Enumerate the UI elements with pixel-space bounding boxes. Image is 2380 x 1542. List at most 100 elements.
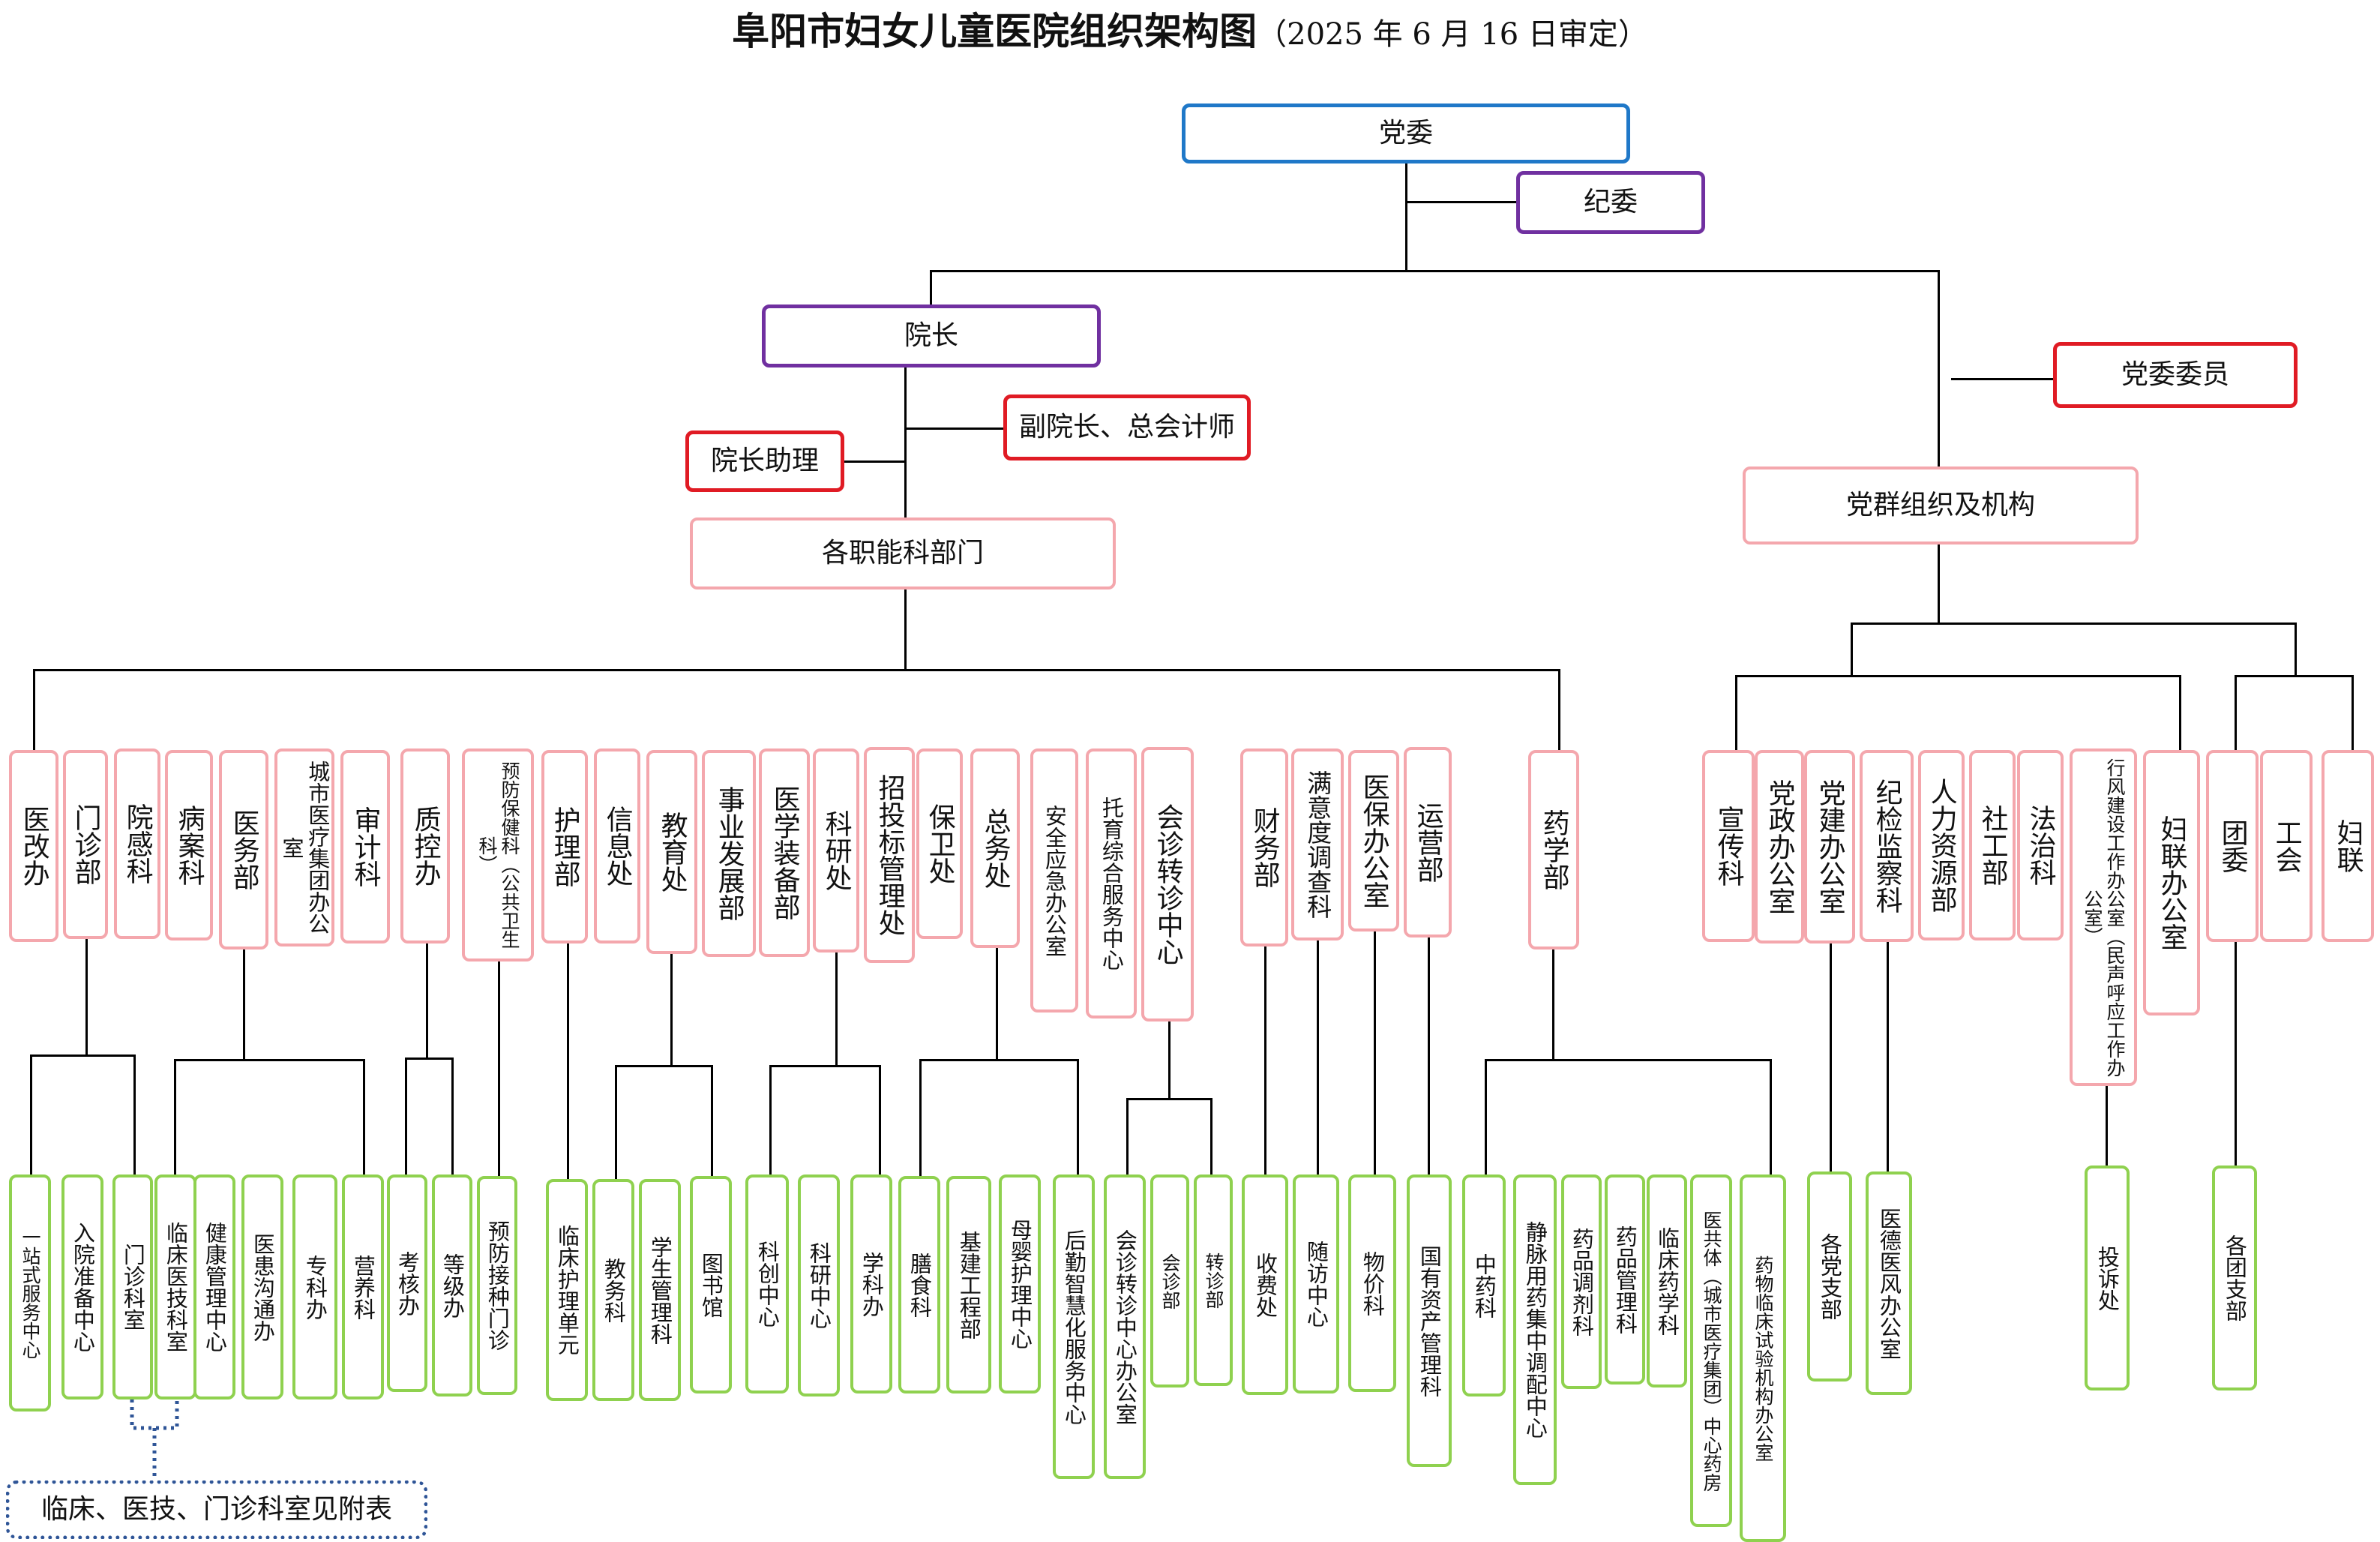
party-dept-label: 社工部 bbox=[1977, 805, 2008, 886]
dept-label: 城市医疗集团办公室 bbox=[279, 760, 331, 934]
dept-outpatient: 门诊部 bbox=[63, 750, 108, 939]
unit-label: 投诉处 bbox=[2094, 1245, 2121, 1311]
dept-label: 会诊转诊中心 bbox=[1152, 803, 1183, 965]
unit-smart-logistics: 后勤智慧化服务中心 bbox=[1053, 1174, 1095, 1479]
unit-label: 膳食科 bbox=[907, 1252, 933, 1318]
dept-label: 审计科 bbox=[349, 806, 381, 887]
unit-complaints: 投诉处 bbox=[2085, 1166, 2130, 1390]
unit-label: 科研中心 bbox=[806, 1242, 832, 1329]
party-dept-label: 团委 bbox=[2217, 819, 2248, 873]
dept-research: 科研处 bbox=[813, 748, 859, 952]
party-dept-label: 党政办公室 bbox=[1764, 779, 1795, 914]
party-dept-label: 妇联办公室 bbox=[2156, 815, 2187, 950]
dept-label: 安全应急办公室 bbox=[1042, 804, 1068, 957]
unit-catering: 膳食科 bbox=[898, 1176, 940, 1394]
dept-label: 科研处 bbox=[820, 810, 852, 891]
unit-outpatient-depts: 门诊科室 bbox=[112, 1174, 153, 1400]
dept-satisfaction-survey: 满意度调查科 bbox=[1291, 748, 1344, 940]
party-committee-box: 党委 bbox=[1182, 104, 1630, 164]
unit-label: 各团支部 bbox=[2222, 1234, 2248, 1322]
unit-label: 会诊部 bbox=[1159, 1252, 1181, 1310]
dept-label: 护理部 bbox=[549, 806, 580, 887]
unit-label: 医患沟通办 bbox=[250, 1232, 276, 1342]
unit-label: 转诊部 bbox=[1203, 1252, 1224, 1309]
unit-label: 收费处 bbox=[1252, 1252, 1278, 1318]
dept-pharmacy: 药学部 bbox=[1528, 750, 1579, 950]
dept-label: 招投标管理处 bbox=[874, 774, 905, 936]
unit-state-assets: 国有资产管理科 bbox=[1407, 1174, 1452, 1467]
chart-title-date: （2025 年 6 月 16 日审定） bbox=[1257, 17, 1648, 52]
party-dept-youth-league: 团委 bbox=[2206, 750, 2259, 942]
dept-education: 教育处 bbox=[646, 750, 697, 954]
unit-label: 门诊科室 bbox=[120, 1244, 146, 1330]
unit-label: 营养科 bbox=[350, 1254, 376, 1320]
party-dept-label: 工会 bbox=[2271, 819, 2302, 873]
unit-nutrition: 营养科 bbox=[342, 1174, 384, 1400]
party-dept-womens-federation: 妇联 bbox=[2322, 750, 2374, 942]
party-dept-social-work: 社工部 bbox=[1969, 750, 2016, 940]
unit-consultation: 会诊部 bbox=[1150, 1174, 1189, 1388]
dept-preventive-care: 预防保健科（公共卫生科） bbox=[462, 748, 534, 962]
party-dept-label: 法治科 bbox=[2025, 805, 2056, 886]
functional-departments-box: 各职能科部门 bbox=[690, 518, 1116, 590]
president-assistant-label: 院长助理 bbox=[710, 446, 819, 477]
unit-academic-affairs: 教务科 bbox=[592, 1179, 634, 1401]
unit-label: 教务科 bbox=[601, 1257, 627, 1323]
dept-medical-insurance-office: 医保办公室 bbox=[1348, 750, 1399, 932]
dept-childcare-service-center: 托育综合服务中心 bbox=[1086, 748, 1137, 1018]
dept-label: 院感科 bbox=[121, 803, 153, 884]
dept-label: 信息处 bbox=[601, 806, 633, 886]
dept-security: 保卫处 bbox=[916, 748, 963, 939]
unit-label: 各党支部 bbox=[1817, 1233, 1843, 1320]
dept-label: 质控办 bbox=[409, 806, 441, 886]
dept-business-development: 事业发展部 bbox=[702, 750, 756, 957]
unit-iv-admixture: 静脉用药集中调配中心 bbox=[1513, 1174, 1557, 1485]
party-mass-orgs-label: 党群组织及机构 bbox=[1845, 490, 2035, 521]
unit-label: 一站式服务中心 bbox=[19, 1227, 41, 1359]
dept-label: 事业发展部 bbox=[713, 786, 745, 921]
unit-label: 药物临床试验机构办公室 bbox=[1752, 1255, 1774, 1462]
unit-label: 静脉用药集中调配中心 bbox=[1522, 1221, 1548, 1438]
dept-label: 药学部 bbox=[1538, 809, 1569, 890]
unit-medical-ethics-office: 医德医风办公室 bbox=[1866, 1172, 1912, 1395]
dept-label: 运营部 bbox=[1412, 802, 1443, 883]
party-dept-label: 行风建设工作办公室（民声呼应工作办公室） bbox=[2082, 758, 2126, 1077]
unit-grading-office: 等级办 bbox=[432, 1174, 472, 1396]
unit-label: 临床医技科室 bbox=[163, 1222, 189, 1352]
dept-label: 托育综合服务中心 bbox=[1099, 796, 1125, 970]
dept-label: 保卫处 bbox=[924, 803, 955, 884]
unit-label: 学科办 bbox=[859, 1251, 885, 1317]
unit-label: 中药科 bbox=[1471, 1252, 1497, 1318]
dept-label: 病案科 bbox=[173, 805, 205, 886]
unit-label: 图书馆 bbox=[698, 1252, 724, 1318]
unit-innovation-center: 科创中心 bbox=[745, 1174, 789, 1394]
dept-label: 满意度调查科 bbox=[1302, 770, 1332, 919]
unit-consultation-referral-office: 会诊转诊中心办公室 bbox=[1104, 1174, 1146, 1479]
party-mass-orgs-box: 党群组织及机构 bbox=[1743, 466, 2139, 544]
unit-clinical-pharmacy: 临床药学科 bbox=[1647, 1174, 1687, 1388]
unit-library: 图书馆 bbox=[690, 1176, 732, 1394]
dept-audit: 审计科 bbox=[340, 750, 390, 944]
unit-student-management: 学生管理科 bbox=[639, 1179, 681, 1401]
dept-operations: 运营部 bbox=[1404, 747, 1452, 938]
dept-nursing: 护理部 bbox=[541, 750, 588, 944]
unit-label: 国有资产管理科 bbox=[1416, 1244, 1443, 1397]
unit-drug-management: 药品管理科 bbox=[1605, 1174, 1645, 1384]
appendix-note: 临床、医技、门诊科室见附表 bbox=[6, 1480, 427, 1539]
dept-label: 教育处 bbox=[656, 812, 688, 892]
dept-label: 预防保健科（公共卫生科） bbox=[476, 761, 520, 949]
party-dept-conduct-building-office: 行风建设工作办公室（民声呼应工作办公室） bbox=[2070, 748, 2137, 1086]
dept-consultation-referral-center: 会诊转诊中心 bbox=[1141, 747, 1194, 1022]
unit-specialty-office: 专科办 bbox=[292, 1174, 337, 1400]
unit-clinical-tech-depts: 临床医技科室 bbox=[154, 1174, 196, 1400]
unit-follow-up-center: 随访中心 bbox=[1293, 1174, 1339, 1394]
unit-health-management: 健康管理中心 bbox=[193, 1174, 235, 1400]
president-box: 院长 bbox=[762, 304, 1101, 368]
party-dept-publicity: 宣传科 bbox=[1702, 750, 1755, 942]
unit-label: 药品调剂科 bbox=[1569, 1227, 1595, 1336]
unit-league-branches: 各团支部 bbox=[2212, 1166, 2257, 1390]
unit-discipline-office: 学科办 bbox=[850, 1174, 892, 1394]
unit-clinical-nursing: 临床护理单元 bbox=[546, 1179, 588, 1401]
dept-information: 信息处 bbox=[594, 748, 640, 944]
unit-clinical-trial-office: 药物临床试验机构办公室 bbox=[1740, 1174, 1786, 1542]
